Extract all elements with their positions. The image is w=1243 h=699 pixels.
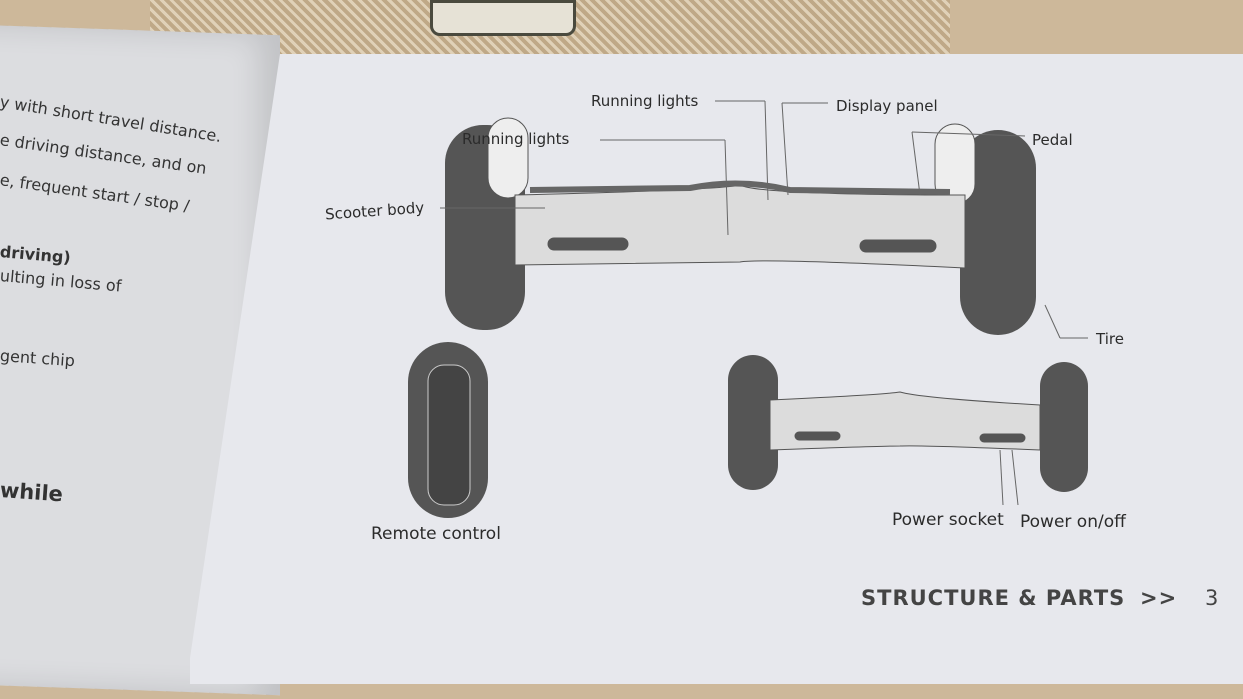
label-pedal: Pedal (1032, 131, 1073, 149)
phone (430, 0, 576, 36)
leader-lines (440, 100, 1088, 506)
large-hoverboard (445, 117, 1036, 335)
label-remote-control: Remote control (371, 524, 501, 544)
arrows-icon: >> (1140, 586, 1178, 610)
remote-control (408, 342, 488, 518)
label-power-socket: Power socket (892, 510, 1004, 530)
page-number: 3 (1205, 586, 1220, 610)
label-display-panel: Display panel (836, 97, 938, 115)
small-hoverboard (728, 355, 1088, 492)
label-power-switch: Power on/off (1020, 512, 1126, 532)
label-running-lights-top: Running lights (591, 92, 699, 110)
label-tire: Tire (1096, 330, 1124, 348)
label-running-lights-left: Running lights (462, 130, 570, 148)
section-title: STRUCTURE & PARTS (861, 586, 1126, 610)
